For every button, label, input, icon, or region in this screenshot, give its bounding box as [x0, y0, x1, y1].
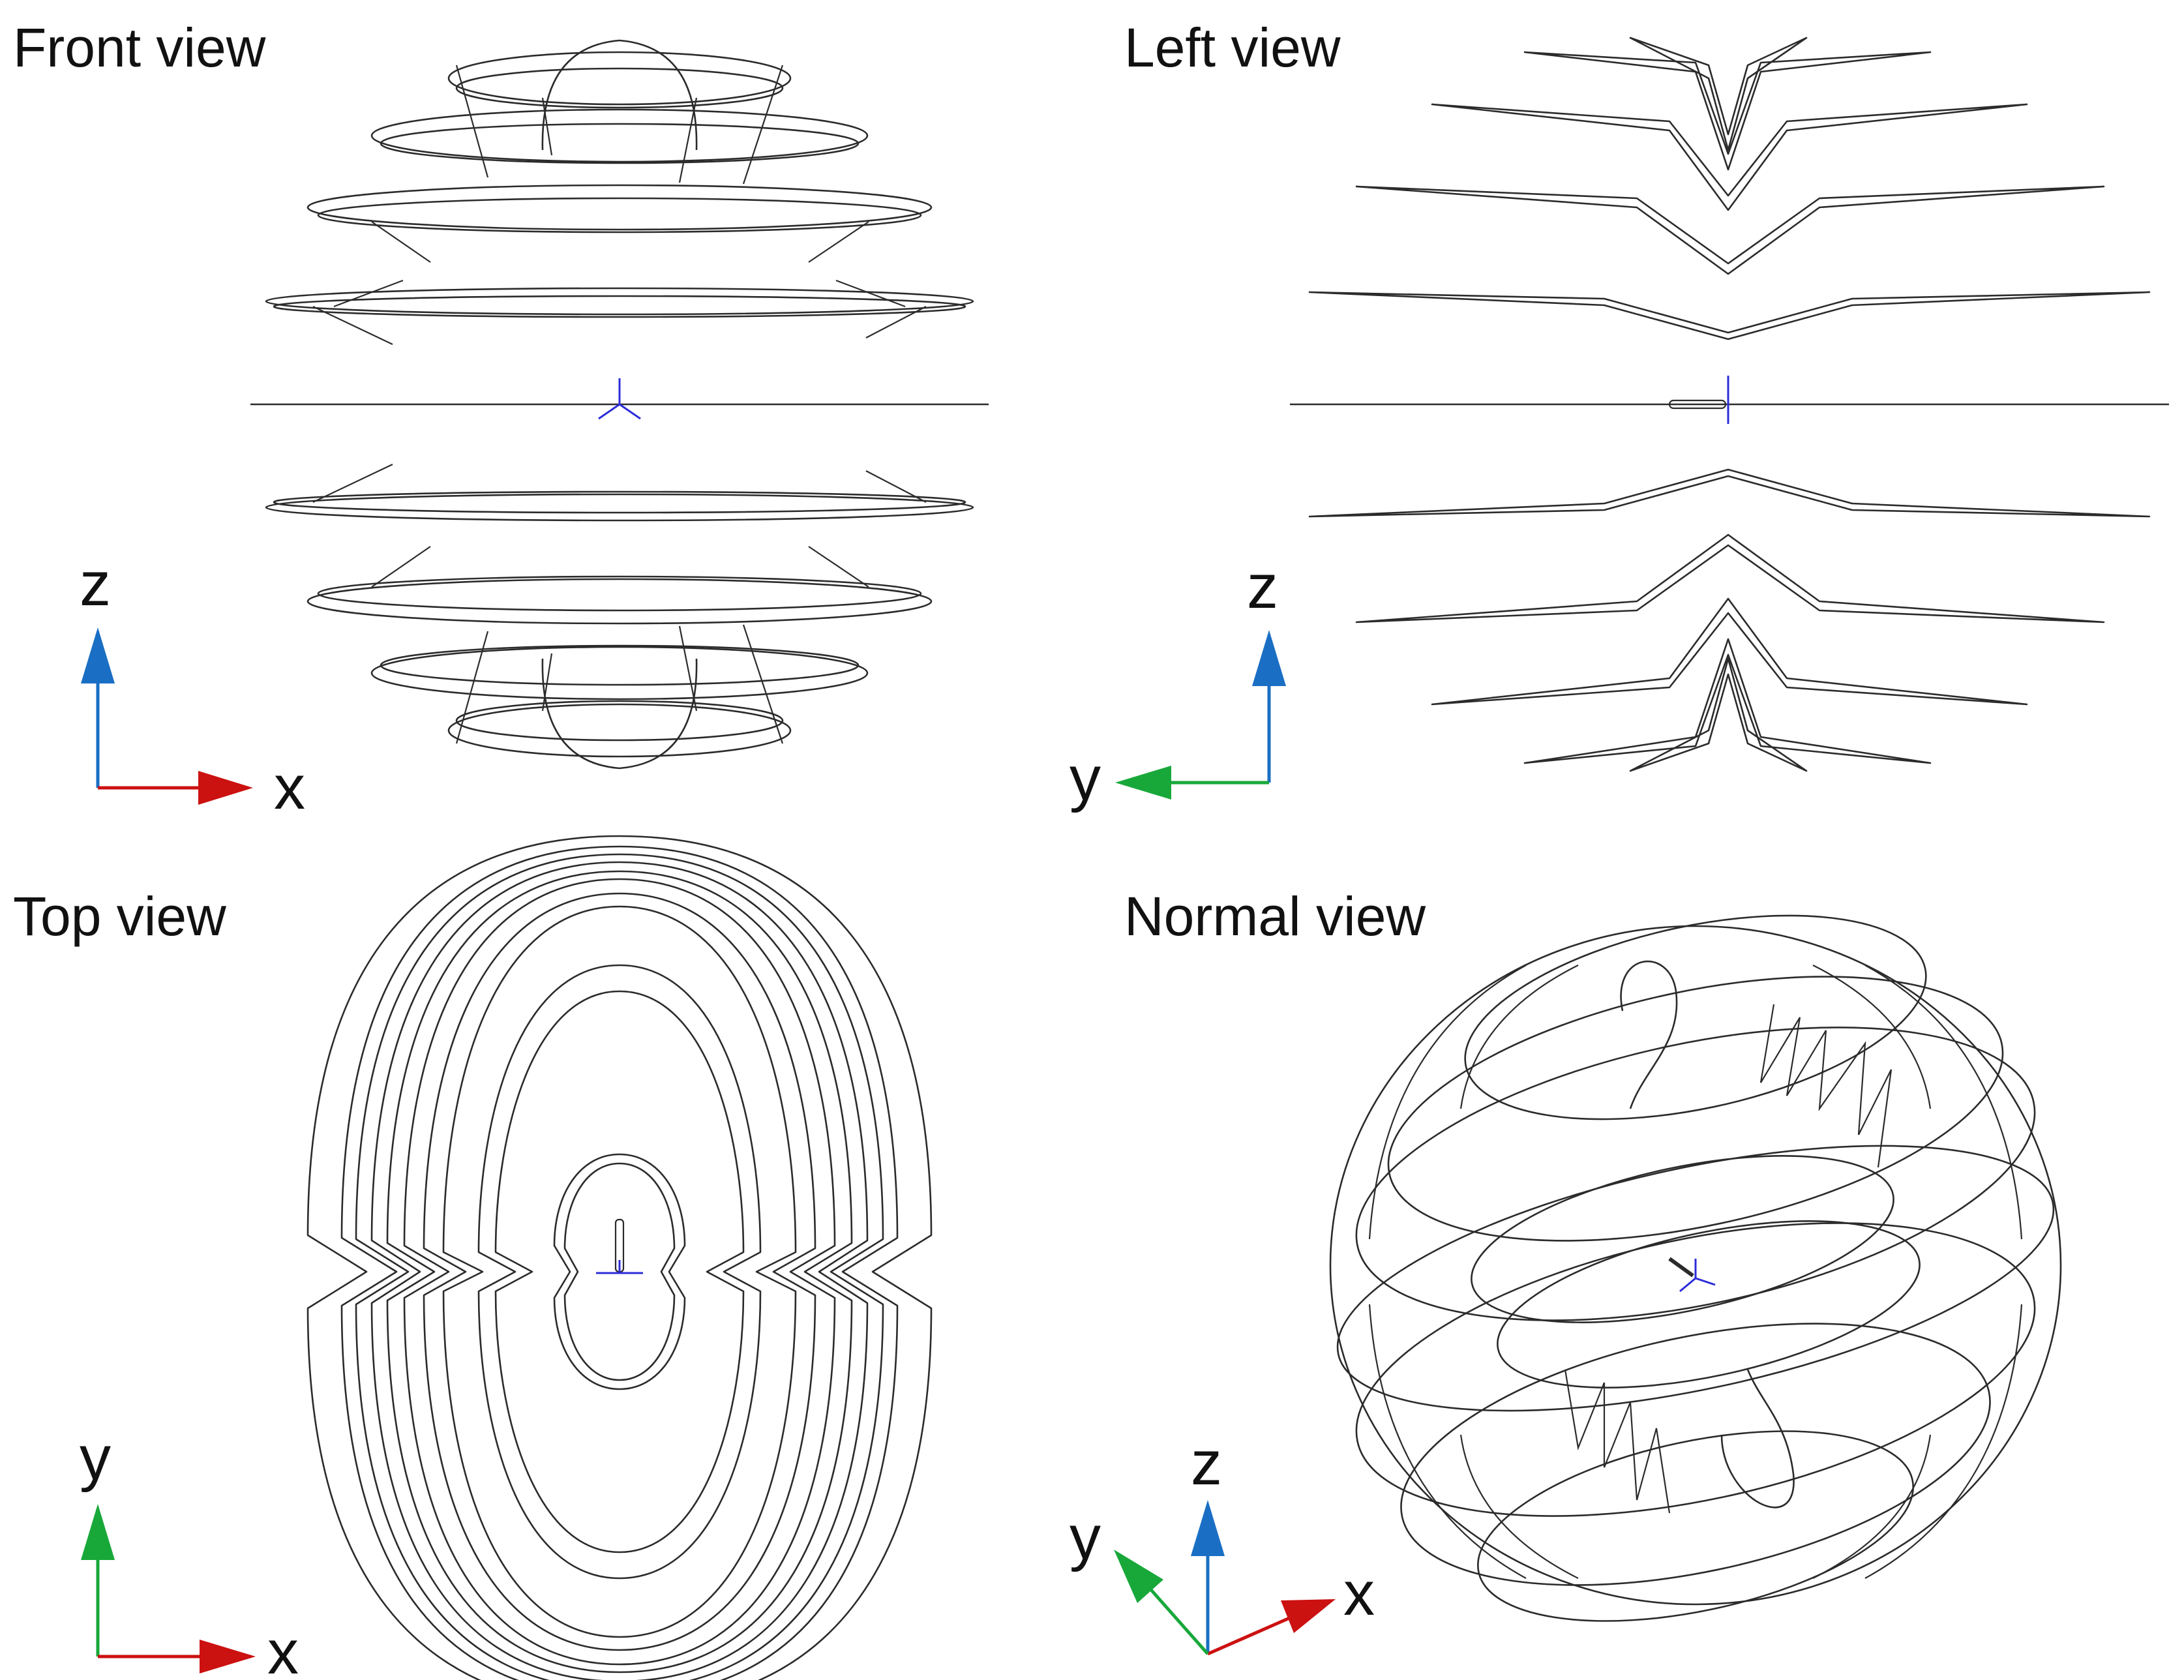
normal-view-axis-triad: z x y — [1070, 1428, 1375, 1656]
top-view-origin-marker — [596, 1260, 643, 1274]
x-axis-arrow-icon — [1281, 1599, 1336, 1633]
y-axis-arrow-icon — [1115, 766, 1171, 800]
front-view-title: Front view — [13, 17, 266, 78]
top-view-wireframe — [307, 835, 933, 1680]
left-view-title: Left view — [1124, 17, 1341, 78]
normal-z-label: z — [1191, 1428, 1222, 1498]
top-view-axis-triad: y x — [80, 1423, 299, 1680]
left-view-panel: Left view z y — [1070, 17, 2169, 813]
x-axis-arrow-icon — [200, 1640, 256, 1673]
front-view-origin-marker — [598, 378, 641, 420]
left-z-label: z — [1247, 552, 1278, 622]
z-axis-arrow-icon — [81, 627, 115, 683]
left-view-axis-triad: z y — [1070, 552, 1286, 813]
normal-x-label: x — [1343, 1559, 1375, 1628]
y-axis-arrow-icon — [81, 1504, 115, 1560]
front-x-label: x — [274, 753, 305, 822]
z-axis-arrow-icon — [1252, 630, 1286, 686]
front-view-panel: Front view — [13, 17, 989, 822]
normal-y-label: y — [1070, 1503, 1101, 1572]
top-x-label: x — [267, 1617, 299, 1680]
top-view-title: Top view — [13, 886, 226, 947]
y-axis-arrow-icon — [1114, 1550, 1163, 1603]
z-axis-arrow-icon — [1191, 1500, 1225, 1556]
normal-view-wireframe — [1329, 914, 2062, 1622]
normal-view-title: Normal view — [1124, 886, 1426, 947]
front-view-axis-triad: z x — [80, 549, 305, 822]
front-z-label: z — [80, 549, 111, 619]
left-y-label: y — [1070, 743, 1101, 813]
top-view-panel: Top view y x — [13, 835, 933, 1680]
normal-view-origin-marker — [1679, 1259, 1716, 1293]
top-y-label: y — [80, 1423, 111, 1493]
normal-view-panel: Normal view — [1070, 886, 2062, 1656]
left-view-wireframe — [1290, 37, 2169, 772]
x-axis-arrow-icon — [198, 771, 253, 805]
front-view-wireframe — [250, 39, 989, 770]
